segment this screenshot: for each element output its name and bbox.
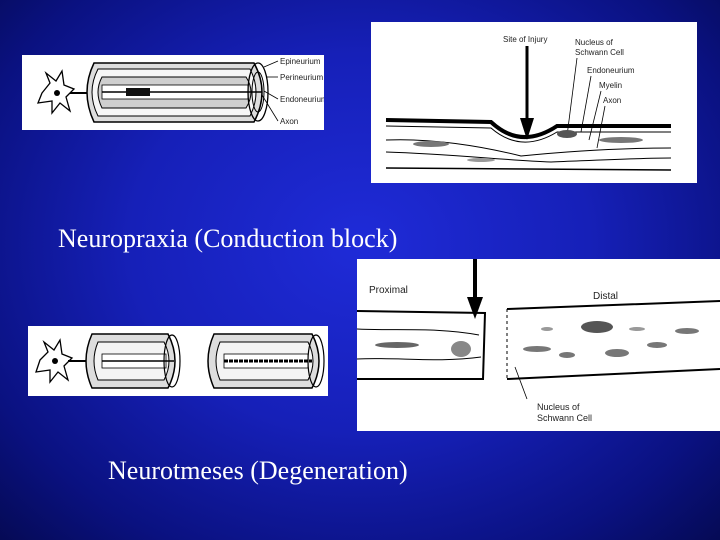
label-schwann-cell: Schwann Cell <box>575 48 624 57</box>
label-myelin: Myelin <box>599 81 622 90</box>
nerve-transection-diagram: Proximal Distal Nucleus of Schwann Cell <box>357 259 720 431</box>
label-epineurium: Epineurium <box>280 57 321 66</box>
label-schwann-cell: Schwann Cell <box>537 413 592 423</box>
label-endoneurium: Endoneurium <box>280 95 324 104</box>
label-nucleus-of: Nucleus of <box>537 402 580 412</box>
injury-arrow <box>520 118 534 140</box>
label-proximal: Proximal <box>369 285 408 296</box>
nerve-sheath-diagram-top: Epineurium Perineurium Endoneurium Axon <box>22 55 324 130</box>
injury-site-diagram: Site of Injury Nucleus of Schwann Cell E… <box>371 22 697 183</box>
label-perineurium: Perineurium <box>280 73 323 82</box>
caption-neuropraxia: Neuropraxia (Conduction block) <box>58 224 398 253</box>
label-nucleus-of: Nucleus of <box>575 38 614 47</box>
label-axon: Axon <box>280 117 298 126</box>
label-axon: Axon <box>603 96 621 105</box>
transection-arrow <box>467 297 483 319</box>
caption-neurotmesis: Neurotmeses (Degeneration) <box>108 456 408 485</box>
label-endoneurium: Endoneurium <box>587 66 635 75</box>
conduction-block-mark <box>126 88 150 96</box>
nerve-sheath-diagram-bottom <box>28 326 328 396</box>
label-site-of-injury: Site of Injury <box>503 35 547 44</box>
label-distal: Distal <box>593 291 618 302</box>
